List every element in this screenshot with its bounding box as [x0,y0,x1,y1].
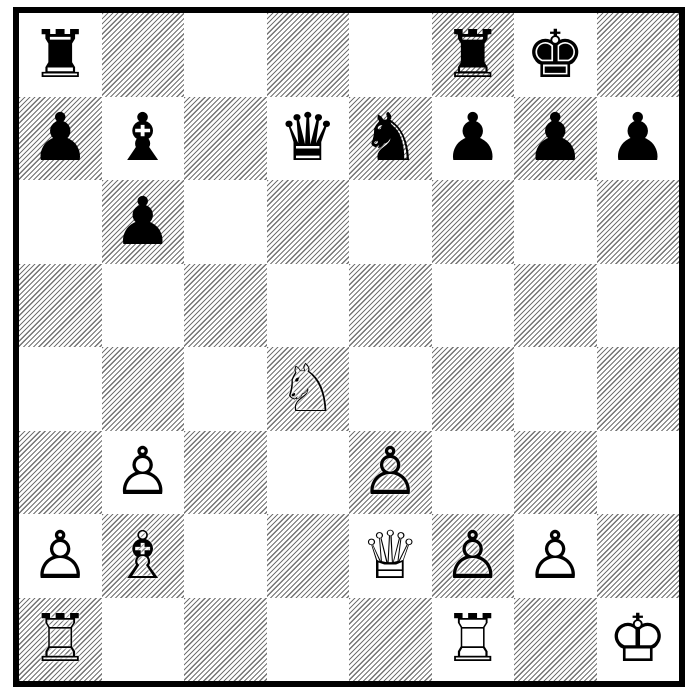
white-king-icon[interactable]: ♔ [608,600,668,678]
black-bishop-icon[interactable]: ♝ [113,99,173,177]
white-pawn-icon[interactable]: ♙ [30,516,90,594]
square-f7[interactable]: ♟ [431,96,514,180]
square-f8[interactable]: ♜ [431,13,514,97]
square-c8[interactable] [184,13,267,97]
white-pawn-icon[interactable]: ♙ [113,433,173,511]
square-b2[interactable]: ♗ [101,514,184,598]
white-pawn-icon[interactable]: ♙ [443,516,503,594]
square-h1[interactable]: ♔ [596,597,679,681]
black-pawn-icon[interactable]: ♟ [525,99,585,177]
square-d2[interactable] [266,514,349,598]
square-f6[interactable] [431,180,514,264]
square-c7[interactable] [184,96,267,180]
square-g6[interactable] [514,180,597,264]
square-g2[interactable]: ♙ [514,514,597,598]
square-d4[interactable]: ♘ [266,347,349,431]
square-h7[interactable]: ♟ [596,96,679,180]
square-c5[interactable] [184,263,267,347]
square-g4[interactable] [514,347,597,431]
square-f3[interactable] [431,430,514,514]
square-c4[interactable] [184,347,267,431]
square-d3[interactable] [266,430,349,514]
square-d7[interactable]: ♛ [266,96,349,180]
square-d8[interactable] [266,13,349,97]
square-a1[interactable]: ♖ [19,597,102,681]
square-e3[interactable]: ♙ [349,430,432,514]
square-e2[interactable]: ♕ [349,514,432,598]
square-e4[interactable] [349,347,432,431]
square-a8[interactable]: ♜ [19,13,102,97]
black-pawn-icon[interactable]: ♟ [608,99,668,177]
square-b1[interactable] [101,597,184,681]
black-pawn-icon[interactable]: ♟ [443,99,503,177]
square-e6[interactable] [349,180,432,264]
square-d1[interactable] [266,597,349,681]
square-h6[interactable] [596,180,679,264]
chess-board: ♜♜♚♟♝♛♞♟♟♟♟♘♙♙♙♗♕♙♙♖♖♔ [13,7,685,687]
square-b8[interactable] [101,13,184,97]
white-rook-icon[interactable]: ♖ [30,600,90,678]
square-c2[interactable] [184,514,267,598]
square-e5[interactable] [349,263,432,347]
black-rook-icon[interactable]: ♜ [30,15,90,93]
black-pawn-icon[interactable]: ♟ [113,182,173,260]
square-e8[interactable] [349,13,432,97]
square-e1[interactable] [349,597,432,681]
white-rook-icon[interactable]: ♖ [443,600,503,678]
square-a7[interactable]: ♟ [19,96,102,180]
square-f1[interactable]: ♖ [431,597,514,681]
square-a2[interactable]: ♙ [19,514,102,598]
square-h2[interactable] [596,514,679,598]
square-h8[interactable] [596,13,679,97]
square-e7[interactable]: ♞ [349,96,432,180]
black-rook-icon[interactable]: ♜ [443,15,503,93]
square-f4[interactable] [431,347,514,431]
white-bishop-icon[interactable]: ♗ [113,516,173,594]
black-queen-icon[interactable]: ♛ [278,99,338,177]
square-b6[interactable]: ♟ [101,180,184,264]
square-b4[interactable] [101,347,184,431]
white-pawn-icon[interactable]: ♙ [525,516,585,594]
square-d6[interactable] [266,180,349,264]
square-a5[interactable] [19,263,102,347]
white-queen-icon[interactable]: ♕ [360,516,420,594]
square-c6[interactable] [184,180,267,264]
square-g7[interactable]: ♟ [514,96,597,180]
square-b7[interactable]: ♝ [101,96,184,180]
square-g8[interactable]: ♚ [514,13,597,97]
square-c1[interactable] [184,597,267,681]
square-a4[interactable] [19,347,102,431]
square-h3[interactable] [596,430,679,514]
square-f5[interactable] [431,263,514,347]
square-f2[interactable]: ♙ [431,514,514,598]
board-grid: ♜♜♚♟♝♛♞♟♟♟♟♘♙♙♙♗♕♙♙♖♖♔ [19,13,679,681]
black-pawn-icon[interactable]: ♟ [30,99,90,177]
square-g3[interactable] [514,430,597,514]
square-a6[interactable] [19,180,102,264]
square-h4[interactable] [596,347,679,431]
square-d5[interactable] [266,263,349,347]
white-pawn-icon[interactable]: ♙ [360,433,420,511]
square-h5[interactable] [596,263,679,347]
square-b3[interactable]: ♙ [101,430,184,514]
square-c3[interactable] [184,430,267,514]
square-g1[interactable] [514,597,597,681]
black-king-icon[interactable]: ♚ [525,15,585,93]
square-b5[interactable] [101,263,184,347]
square-a3[interactable] [19,430,102,514]
white-knight-icon[interactable]: ♘ [278,349,338,427]
square-g5[interactable] [514,263,597,347]
black-knight-icon[interactable]: ♞ [360,99,420,177]
